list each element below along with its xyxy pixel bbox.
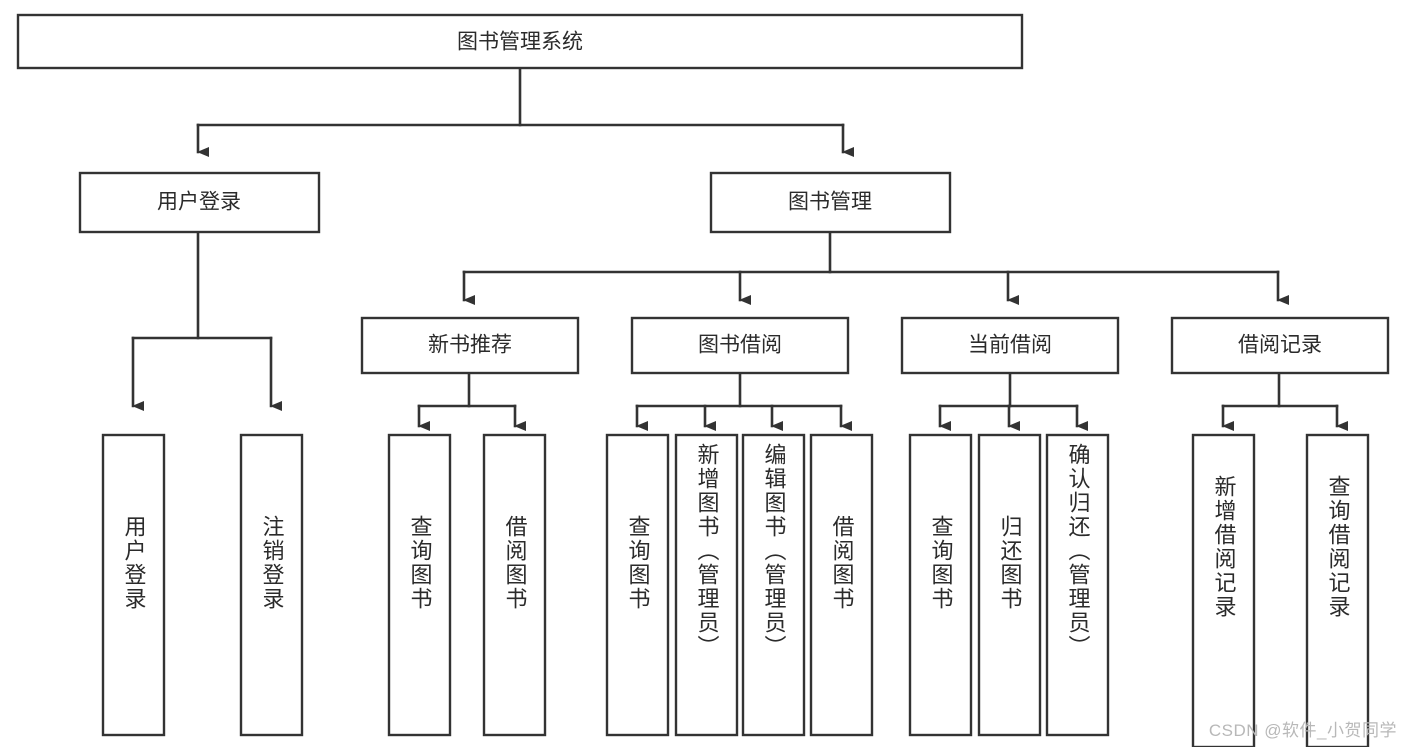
node-borrow-record-label: 借阅记录	[1238, 334, 1322, 357]
node-book-management-label: 图书管理	[788, 191, 872, 214]
node-new-book-recommend-box[interactable]	[360, 316, 580, 375]
leaf-box-add-book[interactable]	[674, 433, 739, 737]
connector-root-to-level2	[196, 66, 854, 157]
leaf-box-borrow-book-1[interactable]	[482, 433, 547, 737]
leaf-box-borrow-book-2[interactable]	[809, 433, 874, 737]
node-current-borrow-label: 当前借阅	[968, 334, 1052, 357]
connector-borrowrecord-to-leaves	[1221, 371, 1348, 431]
node-borrow-record-box[interactable]	[1170, 316, 1390, 375]
connector-userlogin-to-leaves	[131, 230, 282, 411]
node-root-label: 图书管理系统	[457, 31, 583, 54]
node-new-book-recommend[interactable]: 新书推荐	[360, 316, 580, 375]
leaf-box-user-login[interactable]	[101, 433, 166, 737]
node-current-borrow[interactable]: 当前借阅	[900, 316, 1120, 375]
leaf-box-add-record[interactable]	[1191, 433, 1256, 747]
leaf-box-edit-book[interactable]	[741, 433, 806, 737]
node-user-login[interactable]: 用户登录	[78, 171, 321, 234]
connector-bookborrow-to-leaves	[635, 371, 852, 431]
leaf-box-return-book[interactable]	[977, 433, 1042, 737]
leaf-box-logout[interactable]	[239, 433, 304, 737]
leaf-box-confirm-return[interactable]	[1045, 433, 1110, 737]
connector-bookmgmt-to-level3	[462, 230, 1289, 305]
node-new-book-recommend-label: 新书推荐	[428, 334, 512, 357]
node-borrow-record[interactable]: 借阅记录	[1170, 316, 1390, 375]
connector-currentborrow-to-leaves	[938, 371, 1088, 431]
node-book-borrow[interactable]: 图书借阅	[630, 316, 850, 375]
leaf-box-query-book-3[interactable]	[908, 433, 973, 737]
node-book-borrow-box[interactable]	[630, 316, 850, 375]
node-user-login-box[interactable]	[78, 171, 321, 234]
node-book-borrow-label: 图书借阅	[698, 334, 782, 357]
leaf-box-query-record[interactable]	[1305, 433, 1370, 747]
leaf-box-query-book-2[interactable]	[605, 433, 670, 737]
watermark-text: CSDN @软件_小贺同学	[1208, 721, 1397, 740]
node-root[interactable]: 图书管理系统	[16, 13, 1024, 70]
node-book-management[interactable]: 图书管理	[709, 171, 952, 234]
leaf-box-query-book-1[interactable]	[387, 433, 452, 737]
node-book-management-box[interactable]	[709, 171, 952, 234]
node-user-login-label: 用户登录	[157, 191, 241, 214]
node-root-box[interactable]	[16, 13, 1024, 70]
connector-newbook-to-leaves	[417, 371, 526, 431]
node-current-borrow-box[interactable]	[900, 316, 1120, 375]
